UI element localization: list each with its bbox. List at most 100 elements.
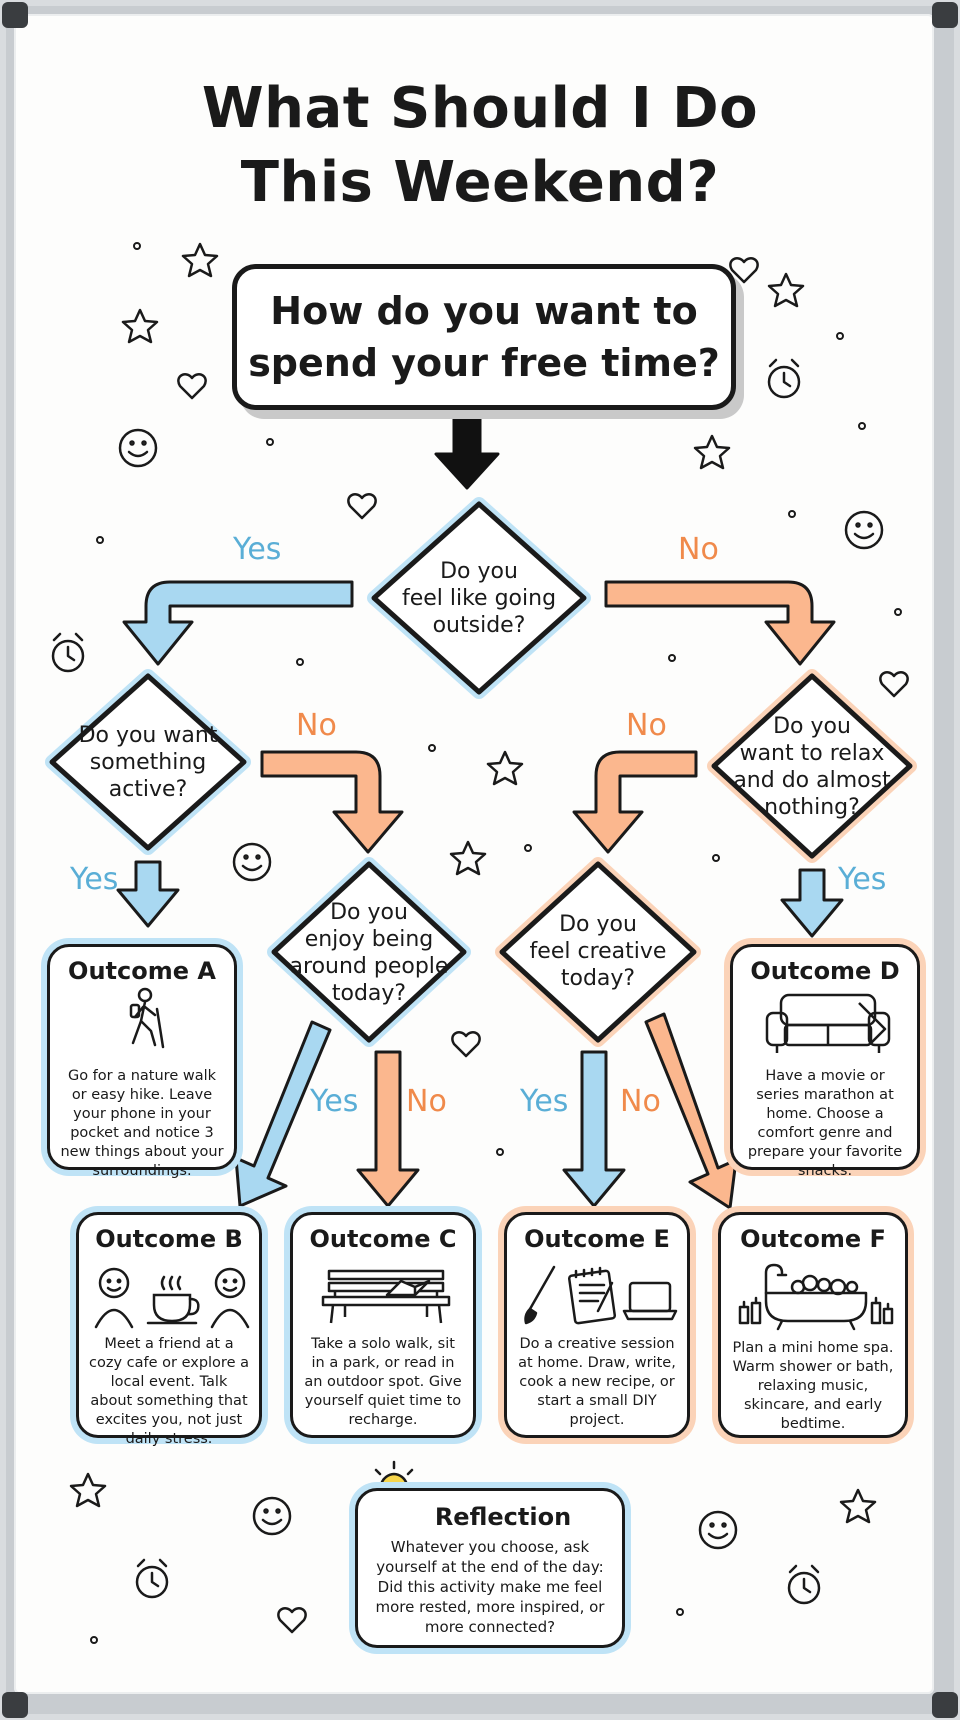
start-question-box: How do you want to spend your free time? [232,264,736,410]
arrow-people-yes [234,1020,332,1208]
decision-outside-line: feel like going [401,585,557,611]
title-line-2: This Weekend? [240,150,720,215]
dot-doodle [496,1148,504,1156]
alarm-clock-doodle [51,632,85,673]
frame-corner [932,2,958,28]
bathtub-icon [738,1263,894,1331]
decision-outside-line: outside? [432,612,526,638]
decision-people-shape [271,861,467,1043]
outcome-b-text: Meet a friend at a cozy cafe or explore … [89,1336,249,1447]
star-doodle [121,308,159,344]
outcome-e-card: Outcome E Do a creative session at home.… [504,1212,690,1438]
decision-people-line: enjoy being [304,927,434,952]
decision-relax-line: want to relax [739,741,885,766]
heart-doodle [277,1607,307,1634]
star-doodle [693,434,731,470]
decision-relax-line: Do you [773,714,851,739]
label-yes-creative: Yes [520,1084,569,1119]
outcome-f-text: Plan a mini home spa. Warm shower or bat… [732,1340,894,1432]
down-arrow-start [434,416,500,490]
dot-doodle [90,1636,98,1644]
decision-relax-line: and do almost [733,768,891,793]
dot-doodle [296,658,304,666]
star-doodle [486,750,524,786]
reflection-card: Reflection Whatever you choose, ask your… [355,1488,625,1648]
decision-relax-shape [711,673,913,859]
decision-people-line: Do you [330,900,408,925]
friends-coffee-icon [94,1267,250,1329]
arrow-active-yes [116,860,180,928]
decision-active-line: Do you want [78,722,218,748]
decision-creative-line: today? [560,965,636,991]
decision-relax-line: nothing? [764,795,860,820]
arrow-people-no [356,1050,420,1208]
alarm-clock-doodle [135,1558,169,1599]
decision-outside-shape [371,501,587,695]
start-question-line-1: How do you want to [270,289,698,333]
dot-doodle [676,1608,684,1616]
frame-corner [2,2,28,28]
alarm-clock-doodle [767,358,801,399]
outcome-a-title: Outcome A [68,957,216,985]
start-question-line-2: spend your free time? [248,341,720,385]
label-no-creative: No [620,1084,661,1119]
star-doodle [839,1488,877,1524]
dot-doodle [428,744,436,752]
arrow-outside-no [604,580,836,666]
dot-doodle [668,654,676,662]
decision-people-line: today? [331,981,407,1006]
label-no-active: No [296,708,337,743]
smiley-doodle [252,1496,292,1536]
page-title: What Should I Do This Weekend? [0,72,960,220]
dot-doodle [788,510,796,518]
smiley-doodle [118,428,158,468]
label-yes-relax: Yes [838,862,887,897]
frame-corner [932,1692,958,1718]
dot-doodle [836,332,844,340]
label-no-outside: No [678,532,719,567]
outcome-e-text: Do a creative session at home. Draw, wri… [518,1336,676,1428]
decision-active-line: something [89,749,207,775]
heart-doodle [451,1031,481,1058]
outcome-d-text: Have a movie or series marathon at home.… [747,1068,903,1179]
star-doodle [449,840,487,876]
arrow-active-no [260,750,404,854]
smiley-doodle [698,1510,738,1550]
arrow-relax-yes [780,868,844,938]
star-doodle [767,272,805,308]
label-no-people: No [406,1084,447,1119]
title-line-1: What Should I Do [201,76,759,141]
decision-people-line: around people [289,954,449,979]
outcome-a-text: Go for a nature walk or easy hike. Leave… [60,1068,224,1179]
arrow-outside-yes [122,580,354,666]
star-doodle [181,242,219,278]
hiker-icon [129,987,165,1049]
dot-doodle [894,608,902,616]
label-yes-outside: Yes [233,532,282,567]
decision-active-shape [49,673,247,851]
heart-doodle [347,493,377,520]
outcome-b-title: Outcome B [95,1225,243,1253]
dot-doodle [524,844,532,852]
decision-outside-line: Do you [440,558,518,584]
heart-doodle [729,257,759,284]
label-yes-active: Yes [70,862,119,897]
dot-doodle [712,854,720,862]
decision-creative-shape [499,861,697,1043]
label-no-relax: No [626,708,667,743]
outcome-b-card: Outcome B Meet a friend at a cozy cafe o… [76,1212,262,1447]
arrow-creative-yes [562,1050,626,1208]
creative-tools-icon [524,1265,678,1325]
dot-doodle [96,536,104,544]
park-bench-book-icon [321,1269,451,1324]
decision-active-line: active? [108,776,188,802]
arrow-relax-no [572,750,698,854]
dot-doodle [266,438,274,446]
outcome-d-title: Outcome D [750,957,900,985]
dot-doodle [858,422,866,430]
